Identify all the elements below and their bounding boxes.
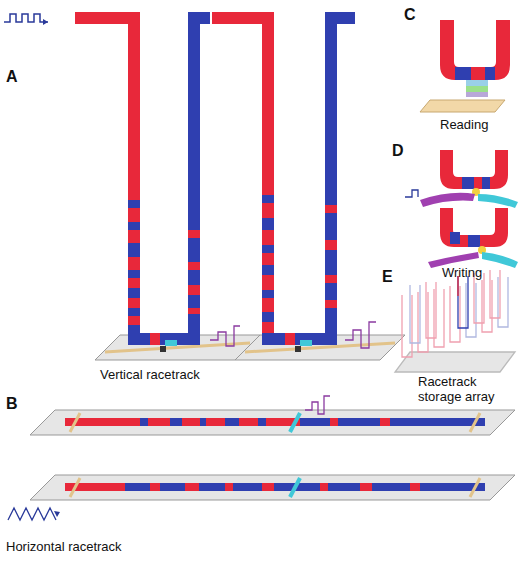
write-pulse xyxy=(345,322,376,348)
shift-pulse xyxy=(8,508,56,520)
pulse-signal xyxy=(4,14,48,22)
pulse-arrow xyxy=(54,511,60,517)
panel-letter: D xyxy=(392,142,412,160)
write-pulse xyxy=(210,326,240,346)
vertical-racetrack xyxy=(75,12,210,352)
writing-element xyxy=(405,150,518,268)
storage-array xyxy=(395,270,515,372)
vertical-racetrack xyxy=(212,12,355,352)
panel-caption: Vertical racetrack xyxy=(100,368,260,383)
panel-letter: A xyxy=(6,68,26,86)
panel-caption: Reading xyxy=(440,118,520,133)
horizontal-racetrack xyxy=(30,475,515,500)
pulse-arrow xyxy=(43,19,48,25)
panel-letter: B xyxy=(6,395,26,413)
panel-caption: Racetrack storage array xyxy=(418,375,518,405)
panel-caption: Horizontal racetrack xyxy=(6,540,206,555)
panel-caption: Writing xyxy=(442,266,520,281)
panel-letter: E xyxy=(382,268,402,286)
panel-letter: C xyxy=(404,6,424,24)
reading-element xyxy=(420,20,510,112)
